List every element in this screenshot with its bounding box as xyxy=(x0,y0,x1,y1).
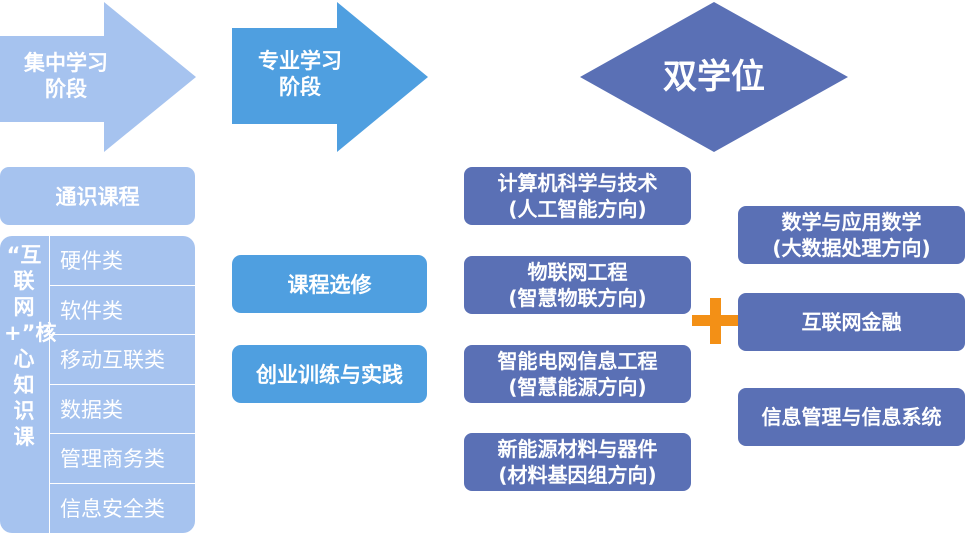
professional-item-elective: 课程选修 xyxy=(232,255,427,313)
core-category-item: 软件类 xyxy=(50,286,195,335)
second-degree-mathematics: 数学与应用数学 (大数据处理方向) xyxy=(738,206,965,264)
second-degree-information-management: 信息管理与信息系统 xyxy=(738,388,965,446)
stage-label-professional: 专业学习 阶段 xyxy=(258,49,342,99)
major-new-energy-materials: 新能源材料与器件 (材料基因组方向) xyxy=(464,433,691,491)
plus-icon xyxy=(692,298,738,344)
core-course-block: “互联网+”核心知识课 硬件类软件类移动互联类数据类管理商务类信息安全类 xyxy=(0,236,195,533)
core-category-item: 数据类 xyxy=(50,385,195,434)
core-category-item: 移动互联类 xyxy=(50,335,195,385)
major-iot-engineering: 物联网工程 (智慧物联方向) xyxy=(464,256,691,314)
stage-arrow-general xyxy=(0,2,196,152)
stage-arrow-professional xyxy=(232,2,428,152)
stage-label-double-degree: 双学位 xyxy=(663,57,765,97)
core-category-item: 硬件类 xyxy=(50,236,195,286)
stage-diamond-double-degree xyxy=(580,2,848,152)
second-degree-internet-finance: 互联网金融 xyxy=(738,293,965,351)
core-course-label: “互联网+”核心知识课 xyxy=(4,243,57,449)
core-category-item: 管理商务类 xyxy=(50,434,195,484)
major-smart-grid: 智能电网信息工程 (智慧能源方向) xyxy=(464,345,691,403)
general-course-box: 通识课程 xyxy=(0,167,195,225)
core-category-item: 信息安全类 xyxy=(60,497,165,522)
core-category-list: 硬件类软件类移动互联类数据类管理商务类信息安全类 xyxy=(49,236,195,533)
professional-item-entrepreneurship: 创业训练与实践 xyxy=(232,345,427,403)
stage-label-general: 集中学习 阶段 xyxy=(24,51,108,101)
major-computer-science: 计算机科学与技术 (人工智能方向) xyxy=(464,167,691,225)
